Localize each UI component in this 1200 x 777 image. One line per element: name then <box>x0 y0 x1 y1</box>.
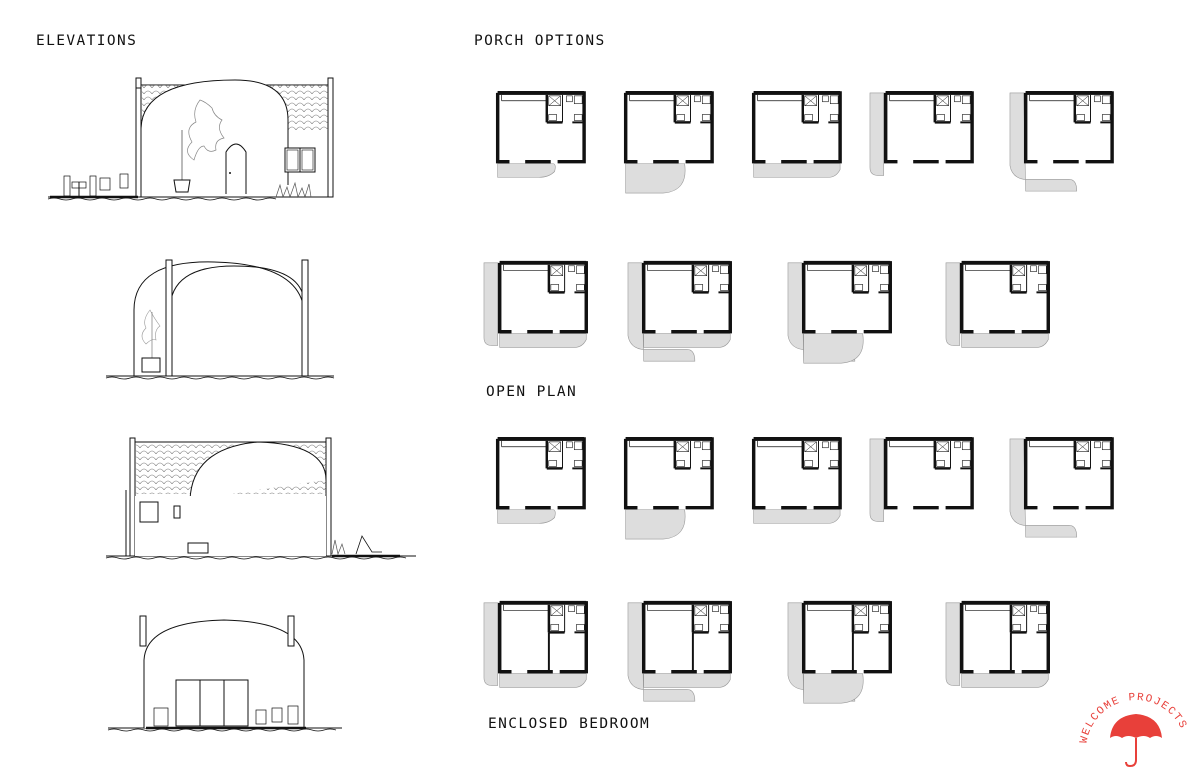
umbrella-icon <box>1110 714 1162 738</box>
plan-porch-2 <box>623 90 715 194</box>
elevation-side <box>105 259 335 380</box>
enclosed-bedroom-title: ENCLOSED BEDROOM <box>488 716 651 732</box>
open-plan-title: OPEN PLAN <box>486 384 578 400</box>
plan-porch-5 <box>1009 90 1115 192</box>
plan-porch-3 <box>751 90 843 178</box>
plan-enclosed-1 <box>483 600 589 688</box>
plan-porch-7 <box>627 260 733 362</box>
plan-open-1 <box>495 436 587 524</box>
elevations-title: ELEVATIONS <box>36 33 138 49</box>
plan-porch-4 <box>869 90 975 176</box>
elevation-front <box>47 77 334 201</box>
plan-porch-6 <box>483 260 589 348</box>
plan-enclosed-3 <box>787 600 893 704</box>
plan-open-4 <box>869 436 975 522</box>
welcome-projects-logo: WELCOME PROJECTS <box>1078 692 1187 768</box>
plan-open-5 <box>1009 436 1115 538</box>
elevation-rear <box>105 437 416 560</box>
plan-enclosed-2 <box>627 600 733 702</box>
porch-options-title: PORCH OPTIONS <box>474 33 606 49</box>
plan-porch-8 <box>787 260 893 364</box>
plan-porch-1 <box>495 90 587 178</box>
plan-porch-9 <box>945 260 1051 348</box>
plan-open-3 <box>751 436 843 524</box>
plan-open-2 <box>623 436 715 540</box>
elevation-glazed <box>107 615 342 732</box>
plan-enclosed-4 <box>945 600 1051 688</box>
